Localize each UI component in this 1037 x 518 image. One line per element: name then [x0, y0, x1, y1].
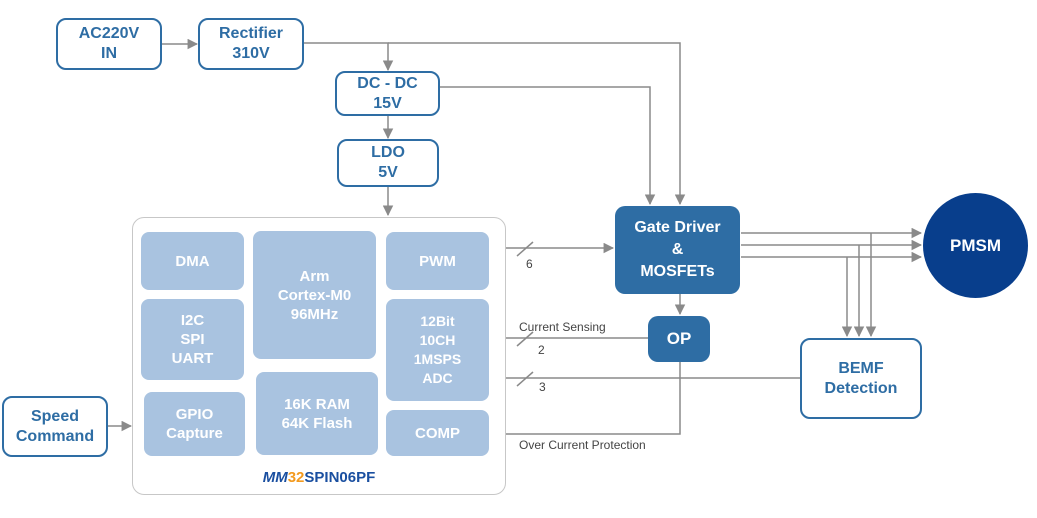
bus-slash-current	[516, 331, 534, 347]
gate-driver-line1: Gate Driver	[634, 219, 721, 236]
mcu-part-number: MM32SPIN06PF	[132, 469, 506, 486]
pmsm-motor: PMSM	[923, 193, 1028, 298]
rectifier-block: Rectifier 310V	[198, 18, 304, 70]
adc-line4: ADC	[422, 370, 453, 386]
dma-label: DMA	[175, 252, 210, 270]
comm-module: I2C SPI UART	[141, 299, 244, 380]
bus-slash-pwm	[516, 241, 534, 257]
gpio-capture-module: GPIO Capture	[144, 392, 245, 456]
ldo-line1: LDO	[371, 144, 405, 161]
gpio-line2: Capture	[166, 425, 223, 442]
ldo-block: LDO 5V	[337, 139, 439, 187]
wire-dcdc-gate	[440, 86, 656, 206]
op-amp-block: OP	[648, 316, 710, 362]
comm-line2: SPI	[180, 331, 205, 348]
dcdc-line1: DC - DC	[357, 74, 418, 92]
adc-line2: 10CH	[419, 332, 456, 348]
dma-module: DMA	[141, 232, 244, 290]
arm-line1: Arm	[299, 267, 330, 285]
rectifier-line2: 310V	[232, 45, 270, 62]
bemf-line1: BEMF	[838, 359, 884, 377]
speed-command-line1: Speed	[30, 407, 79, 425]
memory-line1: 16K RAM	[284, 395, 350, 413]
gate-driver-line3: MOSFETs	[640, 263, 715, 280]
adc-line1: 12Bit	[420, 313, 455, 329]
op-label: OP	[666, 329, 692, 348]
arm-line3: 96MHz	[290, 305, 339, 323]
gate-driver-block: Gate Driver & MOSFETs	[615, 206, 740, 294]
gpio-line1: GPIO	[175, 406, 214, 423]
adc-module: 12Bit 10CH 1MSPS ADC	[386, 299, 489, 401]
bus-slash-bemf	[516, 371, 534, 387]
memory-line2: 64K Flash	[281, 414, 353, 432]
current-sensing-label: Current Sensing	[519, 320, 606, 334]
speed-command-block: Speed Command	[2, 396, 108, 457]
bemf-bus-width-label: 3	[539, 380, 546, 394]
bemf-line2: Detection	[824, 379, 898, 397]
pwm-module: PWM	[386, 232, 489, 290]
dcdc-block: DC - DC 15V	[335, 71, 440, 116]
arm-line2: Cortex-M0	[277, 286, 352, 304]
arm-core-module: Arm Cortex-M0 96MHz	[253, 231, 376, 359]
ac-input-block: AC220V IN	[56, 18, 162, 70]
pwm-bus-width-label: 6	[526, 257, 533, 271]
dcdc-line2: 15V	[373, 94, 402, 112]
comp-module: COMP	[386, 410, 489, 456]
comm-line1: I2C	[180, 312, 205, 329]
ac-input-line1: AC220V	[78, 25, 140, 42]
bemf-detection-block: BEMF Detection	[800, 338, 922, 419]
ac-input-line2: IN	[101, 45, 117, 62]
mcu-name-prefix: MM	[262, 469, 288, 486]
mcu-name-suffix: SPIN06PF	[304, 469, 376, 486]
memory-module: 16K RAM 64K Flash	[256, 372, 378, 455]
wire-op-comp	[506, 362, 681, 435]
wire-rectifier-gate	[388, 42, 686, 206]
speed-command-line2: Command	[15, 427, 95, 445]
adc-line3: 1MSPS	[413, 351, 462, 367]
comp-label: COMP	[415, 424, 460, 442]
gate-driver-line2: &	[671, 241, 684, 258]
current-sensing-width-label: 2	[538, 343, 545, 357]
mcu-name-number: 32	[287, 469, 305, 486]
over-current-label: Over Current Protection	[519, 438, 646, 452]
comm-line3: UART	[171, 350, 214, 367]
pmsm-label: PMSM	[950, 235, 1001, 255]
rectifier-line1: Rectifier	[218, 25, 284, 42]
wire-rectifier-dcdc	[304, 42, 394, 72]
pwm-label: PWM	[419, 252, 456, 270]
ldo-line2: 5V	[378, 164, 398, 181]
